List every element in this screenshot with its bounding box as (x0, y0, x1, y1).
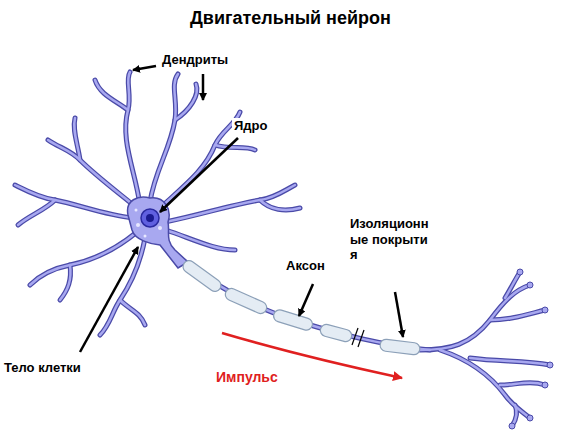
part-label: Изоляционные покрытия (348, 216, 434, 263)
impulse-label: Импульс (214, 369, 280, 386)
part-label: Тело клетки (2, 360, 83, 376)
part-label: Ядро (232, 118, 269, 134)
part-label: Дендриты (160, 52, 230, 68)
diagram-title: Двигательный нейрон (188, 8, 393, 30)
part-label: Аксон (284, 258, 327, 274)
